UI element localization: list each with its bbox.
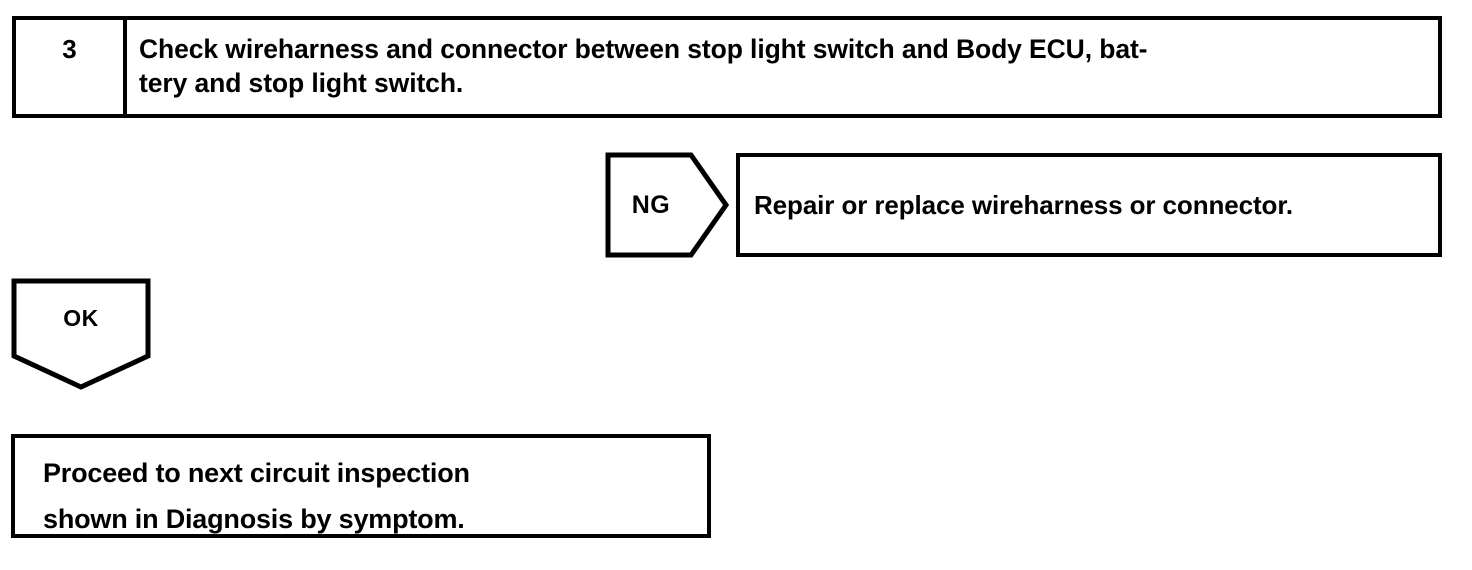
- ok-arrow-shape: [11, 278, 151, 390]
- ok-connector-label: OK: [63, 304, 99, 331]
- ng-result-box: Repair or replace wireharness or connect…: [736, 153, 1442, 257]
- ok-connector-arrow: [11, 278, 151, 390]
- ng-connector-arrow: [605, 152, 729, 258]
- step-instruction-text: Check wireharness and connector between …: [139, 34, 1148, 98]
- ok-result-box: Proceed to next circuit inspection shown…: [11, 434, 711, 538]
- ng-connector-label-wrap: NG: [605, 152, 697, 258]
- ng-connector-label: NG: [631, 190, 671, 219]
- ok-connector-label-wrap: OK: [11, 278, 151, 358]
- step-instruction-box: 3 Check wireharness and connector betwee…: [12, 16, 1442, 118]
- step-text-cell: Check wireharness and connector between …: [127, 20, 1438, 114]
- step-number-cell: 3: [16, 20, 127, 114]
- ok-result-text: Proceed to next circuit inspection shown…: [43, 458, 470, 534]
- step-number: 3: [62, 34, 77, 64]
- ng-result-text: Repair or replace wireharness or connect…: [754, 189, 1294, 220]
- ng-arrow-shape: [605, 152, 729, 258]
